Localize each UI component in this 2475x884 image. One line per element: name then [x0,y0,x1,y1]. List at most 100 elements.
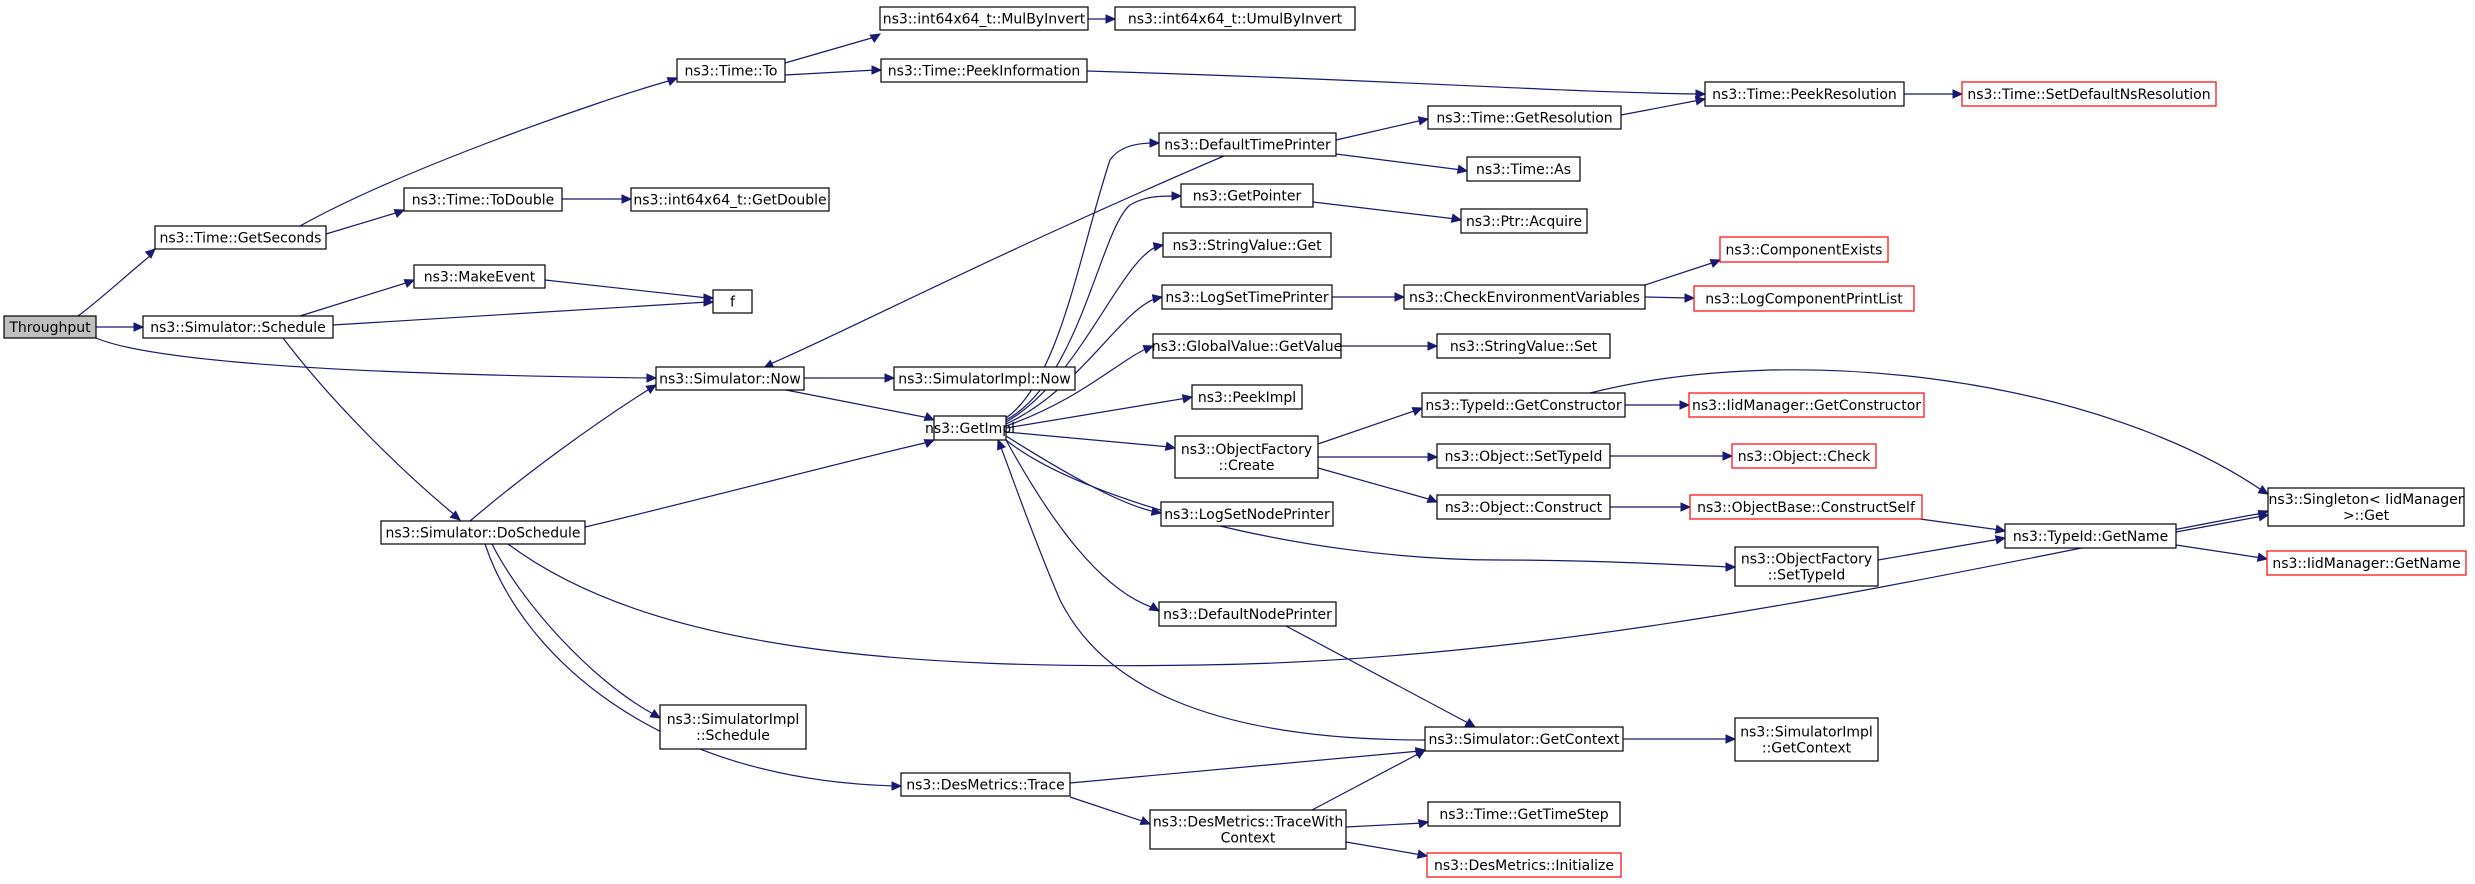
node-schedule[interactable]: ns3::Simulator::Schedule [142,315,334,339]
node-label: ns3::LogSetNodePrinter [1164,507,1330,523]
node-f[interactable]: f [712,289,753,314]
node-to-double[interactable]: ns3::Time::ToDouble [403,187,563,212]
node-label: ns3::ObjectFactory [1181,442,1312,458]
node-label: ns3::SimulatorImpl [1740,725,1873,741]
node-umul-by-invert[interactable]: ns3::int64x64_t::UmulByInvert [1114,6,1356,31]
call-edge-line [999,444,1426,741]
node-mul-by-invert[interactable]: ns3::int64x64_t::MulByInvert [879,6,1089,31]
call-edge-arrowhead [1164,441,1177,451]
node-get-seconds[interactable]: ns3::Time::GetSeconds [154,225,327,250]
call-edge-arrowhead [1680,502,1692,512]
node-get-double[interactable]: ns3::int64x64_t::GetDouble [630,187,830,212]
node-label: ns3::MakeEvent [424,270,536,286]
node-label: ns3::DesMetrics::Initialize [1434,858,1614,874]
node-log-component-print-list[interactable]: ns3::LogComponentPrintList [1693,285,1915,312]
node-time-as[interactable]: ns3::Time::As [1466,156,1581,182]
node-label: ns3::Simulator::DoSchedule [386,526,581,542]
call-edge-line [1285,625,1471,725]
node-label: ns3::ComponentExists [1726,243,1883,259]
node-label: ns3::DesMetrics::TraceWith [1153,815,1343,831]
node-log-set-node-printer[interactable]: ns3::LogSetNodePrinter [1160,501,1334,527]
node-object-factory-set-type-id[interactable]: ns3::ObjectFactory::SetTypeId [1734,546,1879,587]
node-sim-impl-schedule[interactable]: ns3::SimulatorImpl::Schedule [659,704,807,750]
node-label: >::Get [2343,508,2390,524]
call-edge-line [1069,796,1146,823]
node-get-resolution[interactable]: ns3::Time::GetResolution [1427,105,1622,130]
node-ptr-acquire[interactable]: ns3::Ptr::Acquire [1460,208,1588,234]
call-edge-arrowhead [1149,138,1161,148]
node-sim-now[interactable]: ns3::Simulator::Now [655,366,805,391]
node-type-id-get-name[interactable]: ns3::TypeId::GetName [2004,523,2177,549]
node-label: ns3::StringValue::Set [1450,339,1598,355]
node-string-value-set[interactable]: ns3::StringValue::Set [1436,333,1611,359]
node-object-set-type-id[interactable]: ns3::Object::SetTypeId [1436,443,1611,469]
call-edge-line [1005,435,1157,513]
node-box [1162,232,1332,258]
call-edge-arrowhead [1694,96,1707,106]
call-edge [1610,451,1734,461]
call-edge-arrowhead [1695,89,1707,99]
node-get-impl[interactable]: ns3::GetImpl [925,415,1015,441]
node-iid-get-name[interactable]: ns3::IidManager::GetName [2266,550,2467,576]
node-box [1427,801,1621,827]
call-edge-arrowhead [1725,562,1737,572]
node-component-exists[interactable]: ns3::ComponentExists [1719,236,1889,263]
node-object-factory-create[interactable]: ns3::ObjectFactory::Create [1174,435,1319,479]
node-construct-self[interactable]: ns3::ObjectBase::ConstructSelf [1689,494,1923,520]
node-singleton-get[interactable]: ns3::Singleton< IidManager >::Get [2267,487,2465,527]
node-default-time-printer[interactable]: ns3::DefaultTimePrinter [1158,132,1337,157]
node-do-schedule[interactable]: ns3::Simulator::DoSchedule [380,520,586,545]
call-edge-arrowhead [1684,293,1696,303]
node-get-pointer[interactable]: ns3::GetPointer [1180,183,1314,208]
node-box [142,315,334,339]
node-sim-impl-get-context[interactable]: ns3::SimulatorImpl::GetContext [1734,717,1879,762]
call-edge [1335,153,1469,174]
node-log-set-time-printer[interactable]: ns3::LogSetTimePrinter [1161,284,1333,310]
node-peek-impl[interactable]: ns3::PeekImpl [1191,384,1303,410]
call-edge [1610,502,1692,512]
node-throughput[interactable]: Throughput [3,315,97,339]
node-default-node-printer[interactable]: ns3::DefaultNodePrinter [1158,601,1337,627]
call-edge-line [1005,431,1171,448]
node-time-to[interactable]: ns3::Time::To [676,58,786,83]
node-label: ns3::GlobalValue::GetValue [1152,339,1342,355]
node-des-trace[interactable]: ns3::DesMetrics::Trace [900,772,1071,797]
node-type-id-get-constructor[interactable]: ns3::TypeId::GetConstructor [1421,392,1626,418]
node-global-value-get-value[interactable]: ns3::GlobalValue::GetValue [1152,333,1342,359]
call-edge-line [1620,99,1701,116]
call-edge [1589,369,2270,495]
call-nodes: Throughput ns3::Time::GetSecondsns3::Simu… [3,6,2467,878]
call-edge-line [1877,538,2001,561]
call-edge [1625,400,1691,410]
node-get-time-step[interactable]: ns3::Time::GetTimeStep [1427,801,1621,827]
node-sim-impl-now[interactable]: ns3::SimulatorImpl::Now [893,366,1076,391]
node-label: ns3::Time::GetTimeStep [1439,807,1608,823]
call-edge-line [507,512,2264,667]
node-get-context[interactable]: ns3::Simulator::GetContext [1424,726,1624,752]
node-peek-resolution[interactable]: ns3::Time::PeekResolution [1704,81,1905,107]
node-box [900,772,1071,797]
call-edge [1005,294,1164,425]
node-des-initialize[interactable]: ns3::DesMetrics::Initialize [1426,852,1622,878]
node-box [1961,81,2217,107]
node-set-default-ns-resolution[interactable]: ns3::Time::SetDefaultNsResolution [1961,81,2217,107]
node-check-env-vars[interactable]: ns3::CheckEnvironmentVariables [1403,284,1646,310]
node-label: f [730,295,736,311]
call-edge-arrowhead [884,373,896,383]
node-object-check[interactable]: ns3::Object::Check [1731,443,1877,469]
node-string-value-get[interactable]: ns3::StringValue::Get [1162,232,1332,258]
node-make-event[interactable]: ns3::MakeEvent [413,264,546,289]
call-edge-arrowhead [666,77,679,87]
call-edge [1005,439,1737,572]
call-edge-arrowhead [1464,717,1477,728]
node-peek-information[interactable]: ns3::Time::PeekInformation [880,58,1088,83]
node-iid-get-constructor[interactable]: ns3::IidManager::GetConstructor [1688,392,1925,418]
call-edge [997,438,1426,741]
node-box [1161,284,1333,310]
call-edge-arrowhead [1426,493,1439,503]
node-object-construct[interactable]: ns3::Object::Construct [1436,494,1611,520]
call-edge-line [584,441,930,528]
call-edge-line [1005,439,1731,568]
node-label: ns3::SimulatorImpl [667,712,800,728]
